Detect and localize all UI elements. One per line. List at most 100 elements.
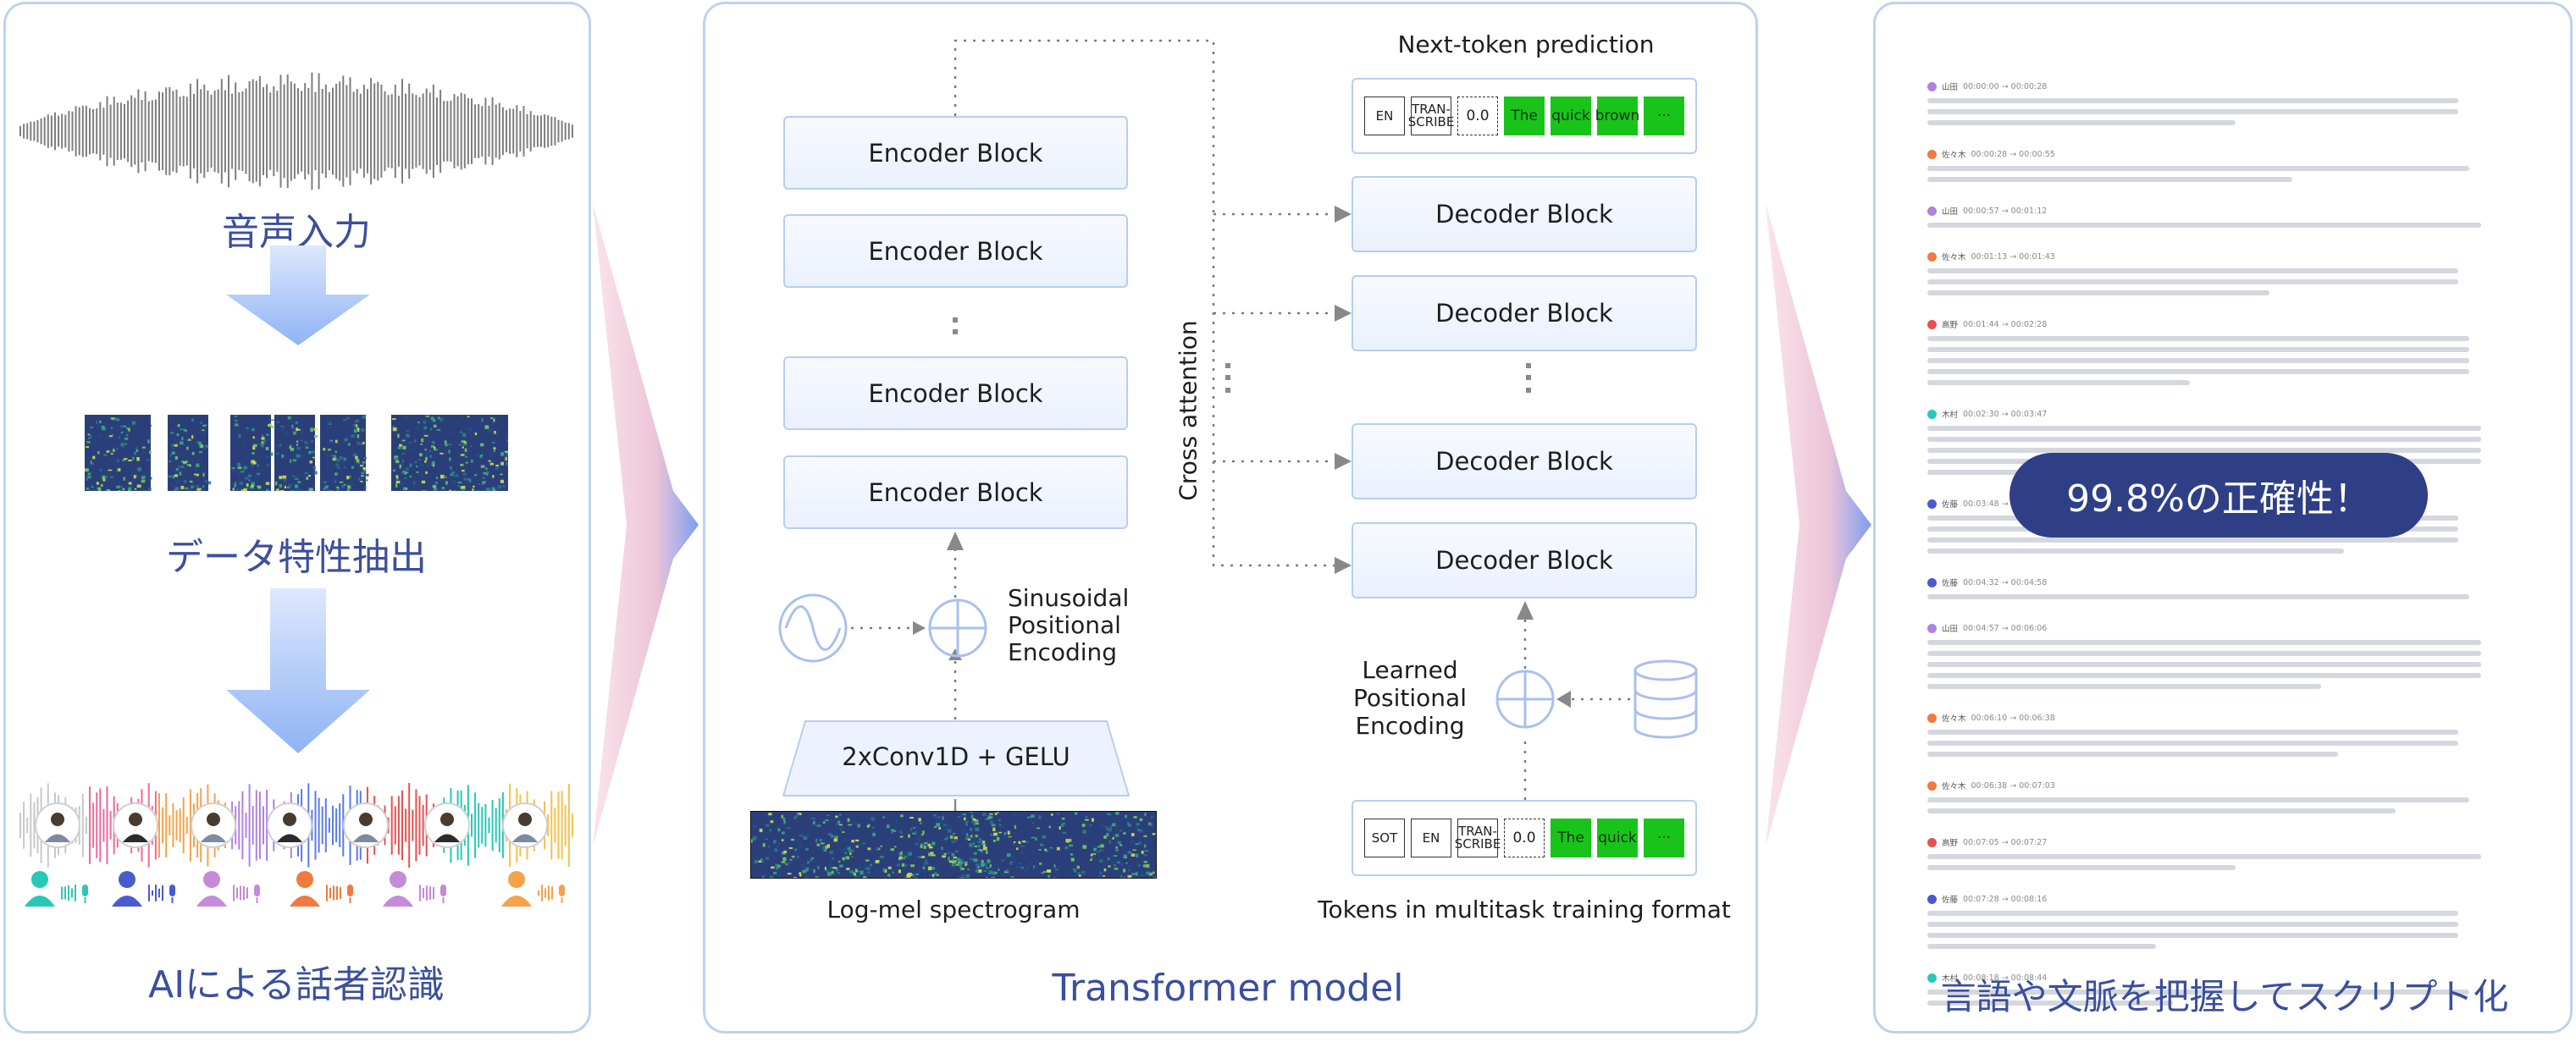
transcript-text-line bbox=[1927, 922, 2458, 927]
transcript-text-line bbox=[1927, 380, 2191, 385]
speaker-avatar-icon bbox=[1927, 577, 1937, 587]
audio-waveform-input bbox=[19, 72, 573, 190]
speaker-name: 佐藤 bbox=[1942, 579, 1959, 588]
speaker-avatar-icon bbox=[1927, 409, 1937, 419]
transcript-text-line bbox=[1927, 109, 2458, 114]
speaker-avatars bbox=[35, 802, 548, 848]
speaker-recognition-label: AIによる話者認識 bbox=[148, 963, 445, 1006]
transcript-entry: 木村 00:08:18 → 00:08:44 bbox=[1927, 972, 2498, 1006]
down-arrow-icon bbox=[226, 245, 370, 345]
transcript-entry: 佐々木 00:00:28 → 00:00:55 bbox=[1927, 148, 2498, 182]
transcript-text-line bbox=[1927, 268, 2458, 273]
timestamp: 00:03:48 → 00:04:31 bbox=[1963, 499, 2048, 509]
transcript-entry: 佐々木 00:01:13 → 00:01:43 bbox=[1927, 251, 2498, 295]
encoder-block: Encoder Block bbox=[783, 455, 1128, 529]
add-icon bbox=[1495, 670, 1555, 729]
input-token: 0.0 bbox=[1504, 819, 1545, 857]
flow-arrow-icon bbox=[1766, 203, 1871, 846]
encoder-block: Encoder Block bbox=[783, 116, 1128, 190]
decoder-block: Decoder Block bbox=[1352, 423, 1697, 499]
speaker-avatar-icon bbox=[1927, 499, 1937, 509]
timestamp: 00:02:30 → 00:03:47 bbox=[1963, 409, 2048, 419]
speaker-name: 山田 bbox=[1942, 625, 1959, 634]
input-token: ··· bbox=[1644, 819, 1684, 857]
transcript-text-line bbox=[1927, 854, 2481, 859]
output-token: EN bbox=[1364, 96, 1405, 135]
output-token: ··· bbox=[1644, 96, 1684, 135]
output-token: TRAN-SCRIBE bbox=[1408, 96, 1454, 135]
sine-wave-icon bbox=[778, 593, 848, 663]
decoder-block: Decoder Block bbox=[1352, 522, 1697, 598]
transcript-text-line bbox=[1927, 369, 2470, 374]
decoder-block: Decoder Block bbox=[1352, 275, 1697, 351]
speaker-avatar-icon bbox=[1927, 623, 1937, 633]
speaker-name: 佐々木 bbox=[1942, 714, 1966, 724]
timestamp: 00:00:00 → 00:00:28 bbox=[1963, 81, 2048, 91]
transcript-text-line bbox=[1927, 1001, 2173, 1006]
down-arrow-icon bbox=[226, 588, 370, 753]
timestamp: 00:04:57 → 00:06:06 bbox=[1963, 623, 2048, 633]
transcript-text-line bbox=[1927, 538, 2458, 543]
timestamp: 00:06:38 → 00:07:03 bbox=[1971, 780, 2055, 791]
conv-block-label: 2xConv1D + GELU bbox=[842, 742, 1070, 771]
input-token: TRAN-SCRIBE bbox=[1455, 819, 1501, 857]
speaker-avatar-icon bbox=[1927, 780, 1937, 791]
transcript-text-line bbox=[1927, 358, 2470, 363]
timestamp: 00:07:05 → 00:07:27 bbox=[1963, 837, 2048, 847]
transcript-list: 山田 00:00:00 → 00:00:28 佐々木 00:00:28 → 00:00… bbox=[1927, 80, 2498, 1028]
transcript-text-line bbox=[1927, 448, 2481, 453]
timestamp: 00:04:32 → 00:04:58 bbox=[1963, 577, 2048, 587]
speaker-icons bbox=[25, 871, 565, 907]
transcript-text-line bbox=[1927, 944, 2156, 949]
speaker-name: 佐々木 bbox=[1942, 151, 1966, 160]
transcript-text-line bbox=[1927, 594, 2470, 599]
transcript-text-line bbox=[1927, 730, 2458, 735]
timestamp: 00:07:28 → 00:08:16 bbox=[1963, 894, 2048, 904]
transcript-text-line bbox=[1927, 120, 2236, 125]
script-title: 言語や文脈を把握してスクリプト化 bbox=[1940, 976, 2509, 1017]
transcript-text-line bbox=[1927, 741, 2458, 746]
flow-arrow-icon bbox=[593, 203, 699, 846]
speaker-avatar-icon bbox=[1927, 319, 1937, 329]
next-token-title: Next-token prediction bbox=[1397, 30, 1655, 58]
output-token: quick bbox=[1551, 96, 1591, 135]
speaker-avatar-icon bbox=[1927, 149, 1937, 159]
transcript-text-line bbox=[1927, 911, 2458, 916]
transcript-text-line bbox=[1927, 797, 2470, 802]
transcript-text-line bbox=[1927, 865, 2236, 870]
transcript-text-line bbox=[1927, 223, 2481, 228]
training-format-label: Tokens in multitask training format bbox=[1318, 896, 1731, 923]
output-token: The bbox=[1504, 96, 1545, 135]
input-token: EN bbox=[1411, 819, 1451, 857]
learned-line: Positional bbox=[1353, 684, 1467, 712]
speaker-name: 木村 bbox=[1942, 974, 1959, 984]
conv-block bbox=[782, 720, 1130, 797]
learned-line: Learned bbox=[1362, 656, 1458, 684]
transcript-text-line bbox=[1927, 166, 2470, 171]
speaker-name: 佐々木 bbox=[1942, 253, 1966, 262]
output-token: 0.0 bbox=[1457, 96, 1498, 135]
transcript-text-line bbox=[1927, 684, 2322, 689]
transcript-text-line bbox=[1927, 651, 2481, 656]
timestamp: 00:01:13 → 00:01:43 bbox=[1971, 251, 2055, 262]
speaker-avatar-icon bbox=[1927, 206, 1937, 216]
feature-extraction-label: データ特性抽出 bbox=[166, 536, 427, 579]
speaker-name: 高野 bbox=[1942, 839, 1959, 848]
input-token: quick bbox=[1597, 819, 1638, 857]
timestamp: 00:00:57 → 00:01:12 bbox=[1963, 206, 2048, 216]
transcript-text-line bbox=[1927, 933, 2458, 938]
transcript-text-line bbox=[1927, 279, 2458, 284]
transcript-text-line bbox=[1927, 426, 2481, 431]
learned-line: Encoding bbox=[1355, 712, 1465, 740]
speaker-avatar-icon bbox=[1927, 973, 1937, 983]
timestamp: 00:00:28 → 00:00:55 bbox=[1971, 149, 2055, 159]
speaker-avatar-icon bbox=[1927, 894, 1937, 904]
timestamp: 00:01:44 → 00:02:28 bbox=[1963, 319, 2048, 329]
input-token: The bbox=[1551, 819, 1591, 857]
timestamp: 00:08:18 → 00:08:44 bbox=[1963, 973, 2048, 983]
input-token: SOT bbox=[1364, 819, 1405, 857]
transcript-text-line bbox=[1927, 177, 2293, 182]
